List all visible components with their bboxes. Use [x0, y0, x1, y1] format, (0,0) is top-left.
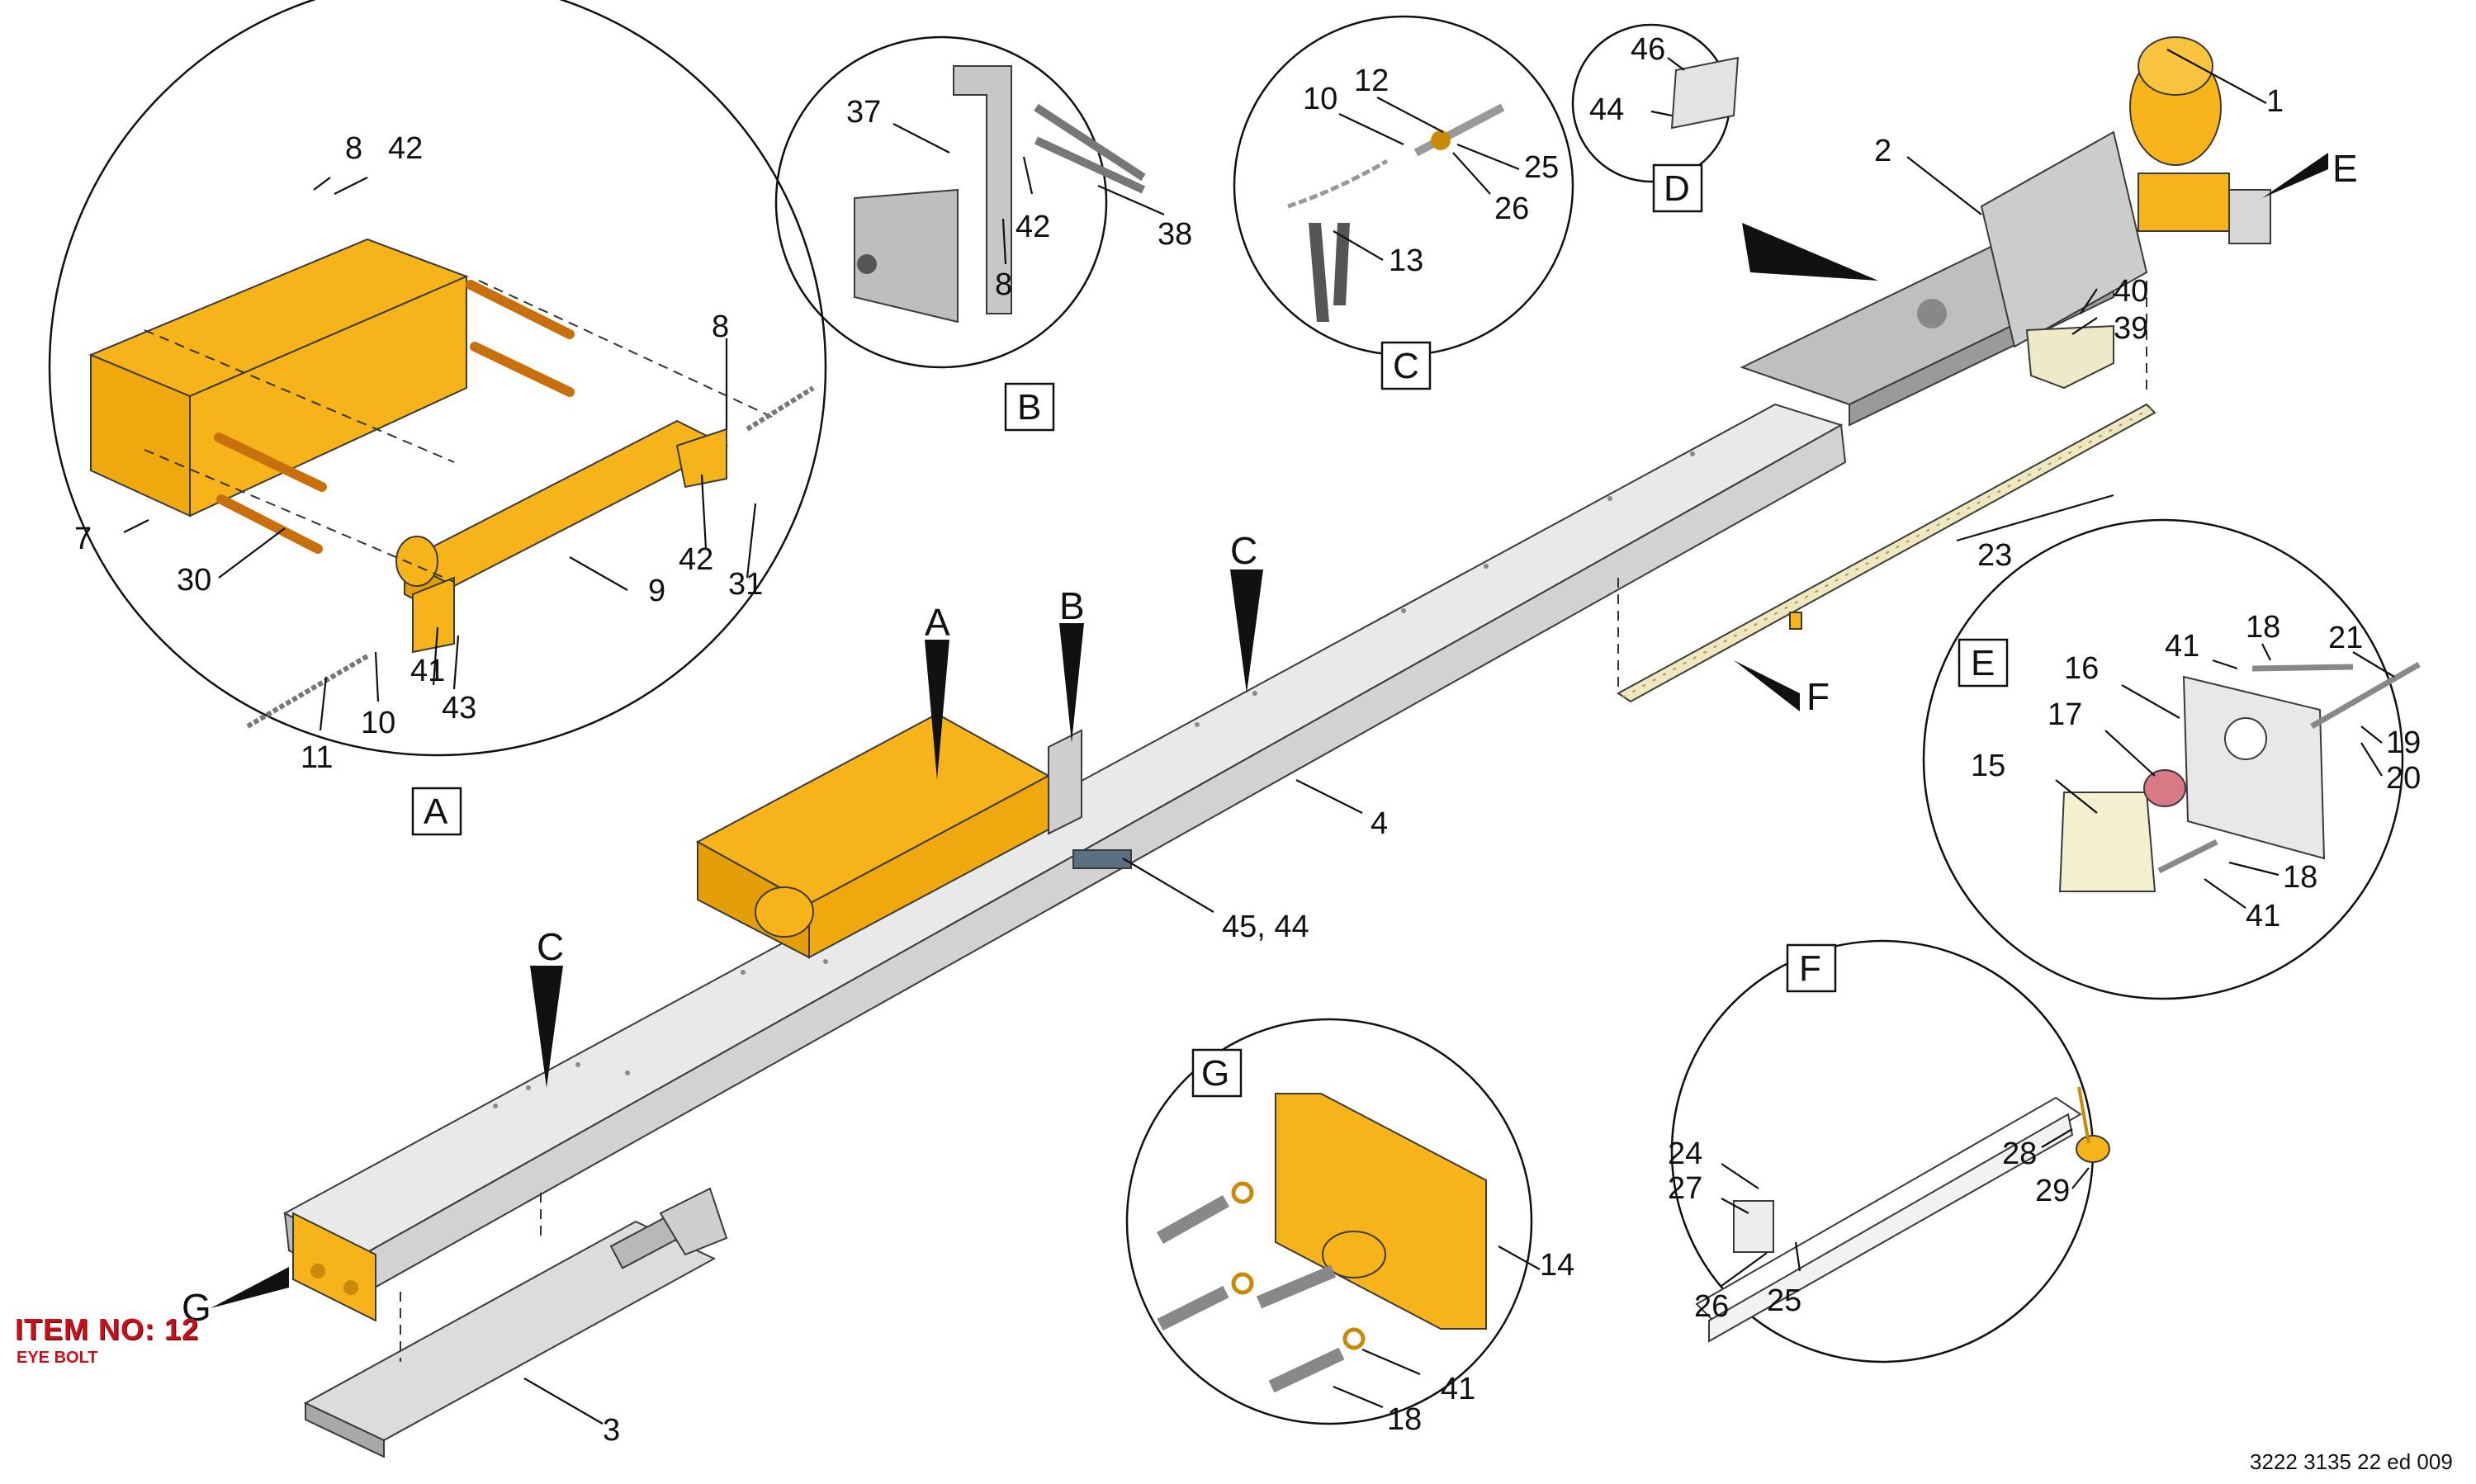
document-reference: 3222 3135 22 ed 009 [2250, 1449, 2453, 1474]
arrow-label-F: F [1806, 675, 1830, 718]
rear-slider [1740, 130, 2148, 427]
callout-d-44: 44 [1589, 92, 1624, 127]
front-end-plate [292, 1212, 376, 1322]
callout-c-25: 25 [1524, 150, 1559, 185]
item-subtitle: EYE BOLT [17, 1349, 98, 1367]
support-bracket [1048, 729, 1082, 835]
callout-b-37: 37 [846, 95, 881, 130]
callout-g-18: 18 [1387, 1402, 1422, 1437]
callout-a-42-mid: 42 [679, 542, 713, 577]
detail-B: B [774, 35, 1146, 432]
callout-e-19: 19 [2386, 725, 2421, 760]
id-plates [1072, 849, 1132, 869]
callout-g-41: 41 [1441, 1372, 1475, 1406]
callout-a-31: 31 [728, 567, 763, 602]
rack-rail [1617, 403, 2156, 703]
callout-e-20: 20 [2386, 761, 2421, 796]
callout-e-16: 16 [2064, 651, 2099, 686]
view-label-B: B [1017, 387, 1041, 428]
arrow-G [211, 1267, 289, 1308]
detail-F: F [1670, 939, 2110, 1363]
callout-f-29: 29 [2035, 1174, 2070, 1208]
callout-e-15: 15 [1971, 749, 2005, 783]
callout-a-42-top: 42 [388, 131, 423, 166]
callout-a-30: 30 [177, 563, 211, 598]
callout-a-8-top: 8 [345, 131, 362, 166]
callout-e-41-bot: 41 [2246, 899, 2280, 933]
arrow-C-bottom [530, 966, 563, 1088]
arrow-label-D: D [1750, 225, 1778, 268]
arrow-B [1059, 623, 1084, 743]
arrow-label-C-top: C [1230, 529, 1257, 572]
view-label-A: A [424, 792, 448, 832]
callout-c-13: 13 [1389, 243, 1423, 278]
detail-E: E [1922, 518, 2421, 1000]
arrow-A [925, 640, 949, 780]
callout-a-43: 43 [442, 691, 476, 725]
callout-e-18-top: 18 [2246, 610, 2280, 645]
callout-4: 4 [1371, 806, 1388, 841]
f-small-pin [1789, 612, 1802, 630]
callout-e-41: 41 [2165, 629, 2199, 664]
callout-a-8-right: 8 [712, 310, 729, 344]
detail-D: D [1571, 23, 1740, 213]
callout-b-42: 42 [1015, 210, 1050, 244]
arrow-label-B: B [1059, 584, 1085, 627]
view-label-C: C [1393, 346, 1419, 386]
arrow-label-C-bottom: C [537, 925, 564, 968]
callout-e-18-bot: 18 [2283, 860, 2317, 895]
callout-f-24: 24 [1668, 1137, 1702, 1171]
detail-C: C [1233, 15, 1574, 390]
callout-a-10: 10 [361, 706, 395, 740]
arrow-C-top [1230, 569, 1263, 693]
callout-c-10: 10 [1303, 82, 1337, 116]
view-label-E: E [1971, 643, 1995, 683]
base-slider [303, 1187, 728, 1458]
callout-39: 39 [2114, 311, 2148, 346]
callout-a-11: 11 [301, 740, 333, 775]
arrow-label-A: A [925, 601, 950, 644]
arrow-label-E: E [2332, 147, 2358, 190]
callout-3: 3 [603, 1413, 620, 1448]
callout-g-14: 14 [1540, 1248, 1574, 1283]
arrow-F [1734, 660, 1800, 711]
callout-2: 2 [1874, 134, 1891, 168]
callout-a-41: 41 [410, 654, 445, 688]
item-title: ITEM NO: 12 [15, 1312, 200, 1346]
view-label-G: G [1201, 1053, 1229, 1094]
callout-b-8: 8 [995, 267, 1012, 302]
view-arrows [211, 153, 2328, 1308]
winch [2129, 36, 2271, 244]
callout-1: 1 [2266, 84, 2284, 119]
view-label-F: F [1799, 948, 1821, 989]
callout-a-7: 7 [74, 522, 92, 556]
callout-e-17: 17 [2048, 697, 2082, 732]
view-label-D: D [1664, 168, 1690, 209]
callout-c-12: 12 [1354, 64, 1389, 98]
callout-40: 40 [2114, 274, 2148, 309]
arrow-E [2262, 153, 2328, 198]
callout-c-26: 26 [1494, 191, 1529, 226]
pulley-bracket [2025, 324, 2114, 390]
detail-A: A [48, 0, 827, 836]
callout-e-21: 21 [2328, 621, 2363, 655]
callout-f-26: 26 [1694, 1289, 1729, 1324]
callout-a-9: 9 [648, 574, 665, 608]
callout-45-44: 45, 44 [1222, 910, 1309, 944]
arrow-D [1742, 223, 1878, 281]
callout-b-38: 38 [1158, 217, 1192, 252]
callout-f-25: 25 [1767, 1283, 1801, 1318]
callout-f-28: 28 [2002, 1137, 2037, 1171]
arrow-label-G: G [182, 1286, 211, 1329]
callout-23: 23 [1977, 538, 2012, 573]
callout-f-27: 27 [1668, 1171, 1702, 1206]
callout-d-46: 46 [1631, 32, 1665, 67]
detail-G: G [1125, 1018, 1533, 1425]
